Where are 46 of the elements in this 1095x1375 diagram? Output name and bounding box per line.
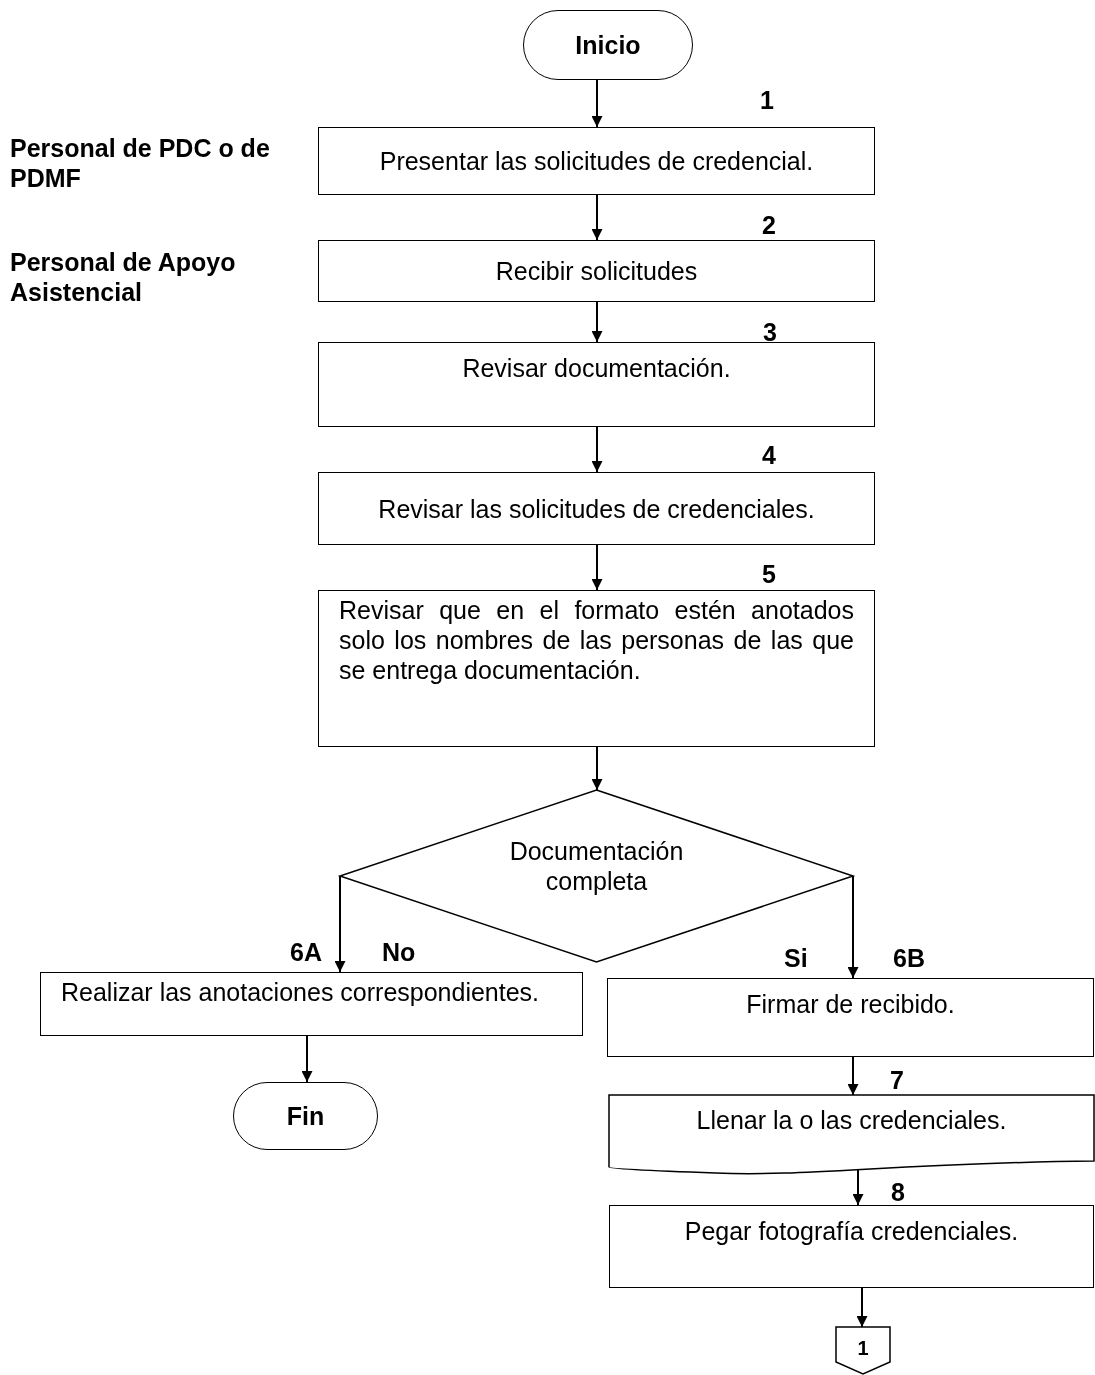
process-box <box>318 342 875 427</box>
step-text: Llenar la o las credenciales. <box>696 1105 1007 1135</box>
step-number: 8 <box>891 1178 905 1207</box>
arrow <box>591 746 603 791</box>
role-label: Personal de Apoyo Asistencial <box>10 247 237 307</box>
step-number: 6A <box>290 938 322 967</box>
step-number: 3 <box>763 318 777 347</box>
step-text: Fin <box>286 1101 325 1131</box>
step-number: 5 <box>762 560 776 589</box>
step-number: 4 <box>762 441 776 470</box>
step-text: 1 <box>857 1336 869 1361</box>
process-box <box>318 240 875 302</box>
step-text: Realizar las anotaciones correspondientes. <box>60 977 541 1007</box>
arrow <box>847 875 859 979</box>
arrow <box>856 1287 868 1328</box>
arrow <box>591 544 603 591</box>
arrow <box>591 426 603 473</box>
step-text: Inicio <box>575 30 641 60</box>
process-box <box>318 590 875 747</box>
arrow <box>591 79 603 128</box>
step-text: Revisar documentación. <box>462 353 731 383</box>
step-text: Revisar que en el formato estén anotados solo los nombres de las personas de las que se entrega documentación. <box>338 595 855 685</box>
step-text: Pegar fotografía credenciales. <box>684 1216 1019 1246</box>
process-box <box>609 1205 1094 1288</box>
arrow <box>852 1169 864 1206</box>
step-text: Presentar las solicitudes de credencial. <box>379 146 814 176</box>
process-box <box>607 978 1094 1057</box>
arrow <box>847 1056 859 1096</box>
role-label: Personal de PDC o de PDMF <box>10 133 271 193</box>
step-number: 1 <box>760 86 774 115</box>
arrow <box>591 194 603 241</box>
document-shape <box>609 1095 1094 1173</box>
process-box <box>40 972 583 1036</box>
arrow <box>301 1035 313 1083</box>
off-page-connector <box>836 1327 890 1374</box>
step-number: 6B <box>893 944 925 973</box>
process-box <box>318 472 875 545</box>
step-text: Documentación completa <box>508 836 685 896</box>
arrow <box>334 875 346 973</box>
step-number: 7 <box>890 1066 904 1095</box>
arrow <box>591 301 603 343</box>
step-text: Recibir solicitudes <box>495 256 698 286</box>
step-text: Revisar las solicitudes de credenciales. <box>378 493 815 524</box>
process-box <box>318 127 875 195</box>
step-number: 2 <box>762 211 776 240</box>
step-text: Firmar de recibido. <box>746 989 955 1019</box>
